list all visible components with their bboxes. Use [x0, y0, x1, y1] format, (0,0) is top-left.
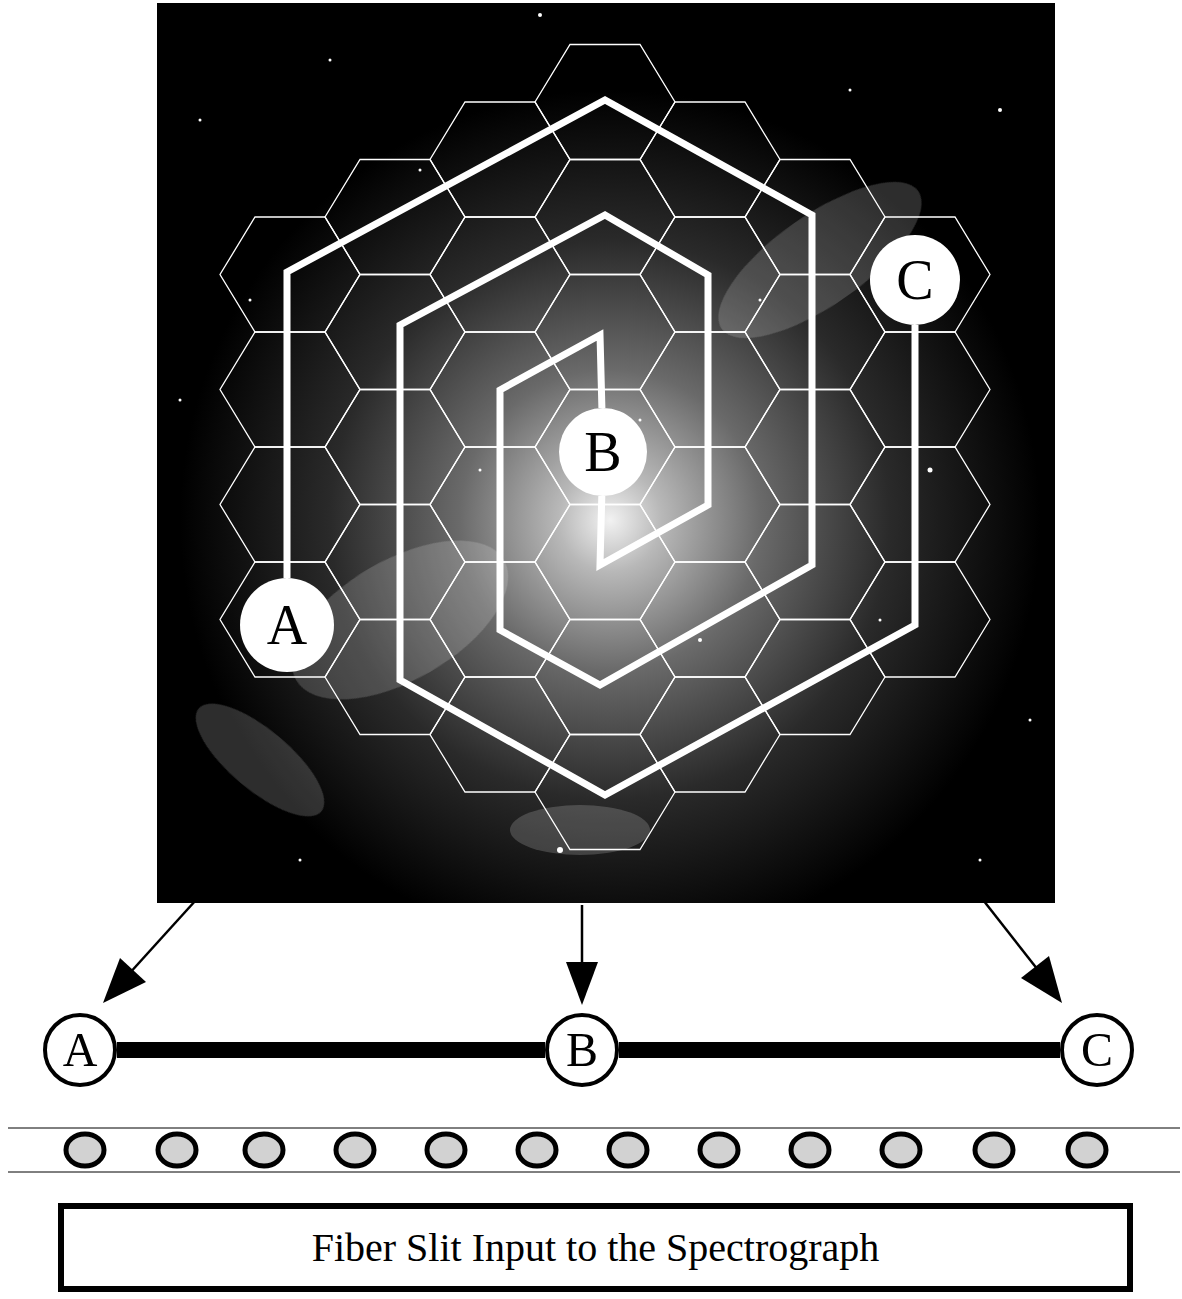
slit-marker-circle: A	[43, 1013, 117, 1087]
node-label: A	[267, 597, 307, 653]
fiber-path	[287, 100, 812, 685]
slit-marker-circle: B	[545, 1013, 619, 1087]
leader-arrows	[103, 868, 1062, 1005]
galaxy-image	[157, 3, 1055, 903]
node-label: B	[584, 424, 621, 480]
galaxy-glow	[157, 3, 1055, 903]
node-label: C	[1081, 1026, 1113, 1074]
node-label: A	[63, 1026, 98, 1074]
spectrograph-box: Fiber Slit Input to the Spectrograph	[58, 1203, 1133, 1292]
node-label: B	[566, 1026, 598, 1074]
slit-marker-circle: C	[1060, 1013, 1134, 1087]
slit-line	[117, 1042, 545, 1058]
slit-line	[619, 1042, 1060, 1058]
node-label: C	[896, 252, 933, 308]
fiber-marker-circle: A	[240, 578, 334, 672]
fiber-slit-row	[8, 1128, 1180, 1172]
fiber-marker-circle: B	[559, 408, 647, 496]
stars	[179, 13, 1032, 862]
spiral-arms	[179, 154, 944, 855]
fiber-path	[400, 215, 915, 795]
hex-fiber-grid	[220, 45, 990, 850]
fiber-marker-circle: C	[870, 235, 960, 325]
node-label: Fiber Slit Input to the Spectrograph	[312, 1228, 880, 1268]
